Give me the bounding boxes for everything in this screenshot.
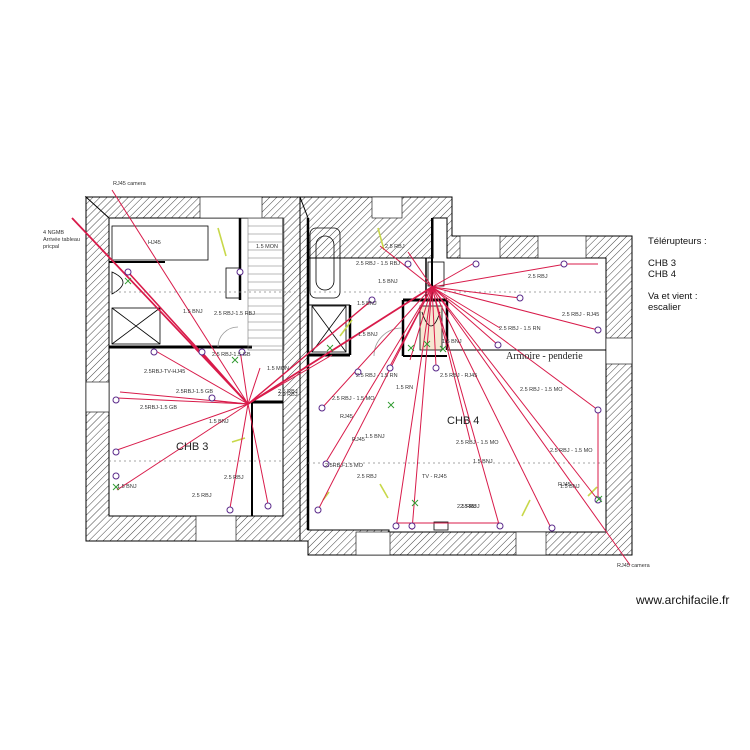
ceiling-lines — [109, 291, 606, 464]
note-chb3: CHB 3 — [648, 258, 676, 269]
hj45-label: HJ45 — [148, 240, 161, 246]
cable-label: 2.5RBJ-1.5 MO — [325, 463, 364, 469]
cable-label: 2.5 RBJ — [278, 389, 298, 395]
cable-label: 2.5RBJ-1.5 GB — [176, 389, 213, 395]
cable-label: TV - RJ45 — [422, 474, 447, 480]
rj45-camera-top-label: RJ45 camera — [113, 181, 147, 187]
cable-label: 2.5 RBJ - 1.5 MO — [332, 396, 375, 402]
cable-label: 2.5 RBJ - 1.5 RBJ — [356, 261, 400, 267]
cable-label: RJ45 — [352, 437, 365, 443]
cable-label: 2.5RBJ-TV-HJ45 — [144, 369, 185, 375]
cable-label: 2.5 RBJ — [457, 504, 477, 510]
cable-label: 1.5 BNJ — [560, 484, 580, 490]
cable-label: 2.5RBJ-1.5 GB — [140, 405, 177, 411]
light-fixtures — [217, 227, 598, 517]
staircase — [247, 217, 285, 351]
cable-label: 1.5 RN — [396, 385, 413, 391]
cable-label: 1.5 BNJ — [473, 459, 493, 465]
note-va-et-vient: Va et vient : — [648, 291, 698, 302]
cable-label: 2.5 RBJ - 1.5 MO — [520, 387, 563, 393]
cable-label: 1.5 BNJ — [209, 419, 229, 425]
cable-label: 2.5 RBJ - 1.5 RN — [499, 326, 541, 332]
cable-label: 1.5 BNJ — [357, 301, 377, 307]
switch-notes: Télérupteurs : CHB 3 CHB 4 Va et vient :… — [648, 236, 738, 313]
cable-label: 2.5 RBJ - 1.5 RN — [356, 373, 398, 379]
note-telerupteurs: Télérupteurs : — [648, 236, 707, 247]
armoire-label: Armoire - penderie — [506, 351, 583, 362]
arrival-label-1: 4 NGMB — [43, 230, 64, 236]
cable-label: 1.5 BNJ — [365, 434, 385, 440]
cable-label: 2.5 RBJ — [357, 474, 377, 480]
cable-label: 2.5 RBJ — [385, 244, 405, 250]
electrical-wiring — [71, 189, 631, 566]
note-chb4: CHB 4 — [648, 269, 676, 280]
cable-labels: 1.5 MON 1.5 BNJ 2.5 RBJ-1.5 RBJ 2.5 RBJ … — [117, 244, 599, 510]
cable-label: RJ45 — [558, 482, 571, 488]
cable-label: 2.5 RBJ — [278, 392, 298, 398]
cable-label: 2.5 RBJ - 1.5 MO — [550, 448, 593, 454]
cable-label: 1.5 BNJ — [442, 339, 462, 345]
room-chb3: CHB 3 — [176, 441, 208, 453]
room-chb4: CHB 4 — [447, 415, 479, 427]
cable-label: 2.5 RBJ — [192, 493, 212, 499]
cable-label: 1.5 MON — [267, 366, 289, 372]
cable-label: 2.5 RBJ - RJ45 — [440, 373, 477, 379]
cable-label: 2.5 RBJ - RJ45 — [562, 312, 599, 318]
fixtures — [111, 225, 449, 531]
cable-label: 2.5 RBJ — [460, 504, 480, 510]
switches — [112, 277, 603, 507]
arrival-label-2: Arrivée tableau — [43, 237, 80, 243]
cable-label: 2.5 RBJ-1.5 GB — [212, 352, 251, 358]
rj45-camera-bottom-label: RJ45 camera — [617, 563, 651, 569]
cable-label: 2.5 RBJ - 1.5 MO — [456, 440, 499, 446]
cable-label: RJ45 — [340, 414, 353, 420]
cable-label: 1.5 BNJ — [183, 309, 203, 315]
annotations: RJ45 camera RJ45 camera 4 NGMB Arrivée t… — [43, 181, 651, 569]
arrival-label-3: pricpal — [43, 244, 59, 250]
cable-label: 2.5 RBJ — [528, 274, 548, 280]
windows — [85, 196, 633, 556]
note-escalier: escalier — [648, 302, 681, 313]
cable-label: 1.5 MON — [256, 244, 278, 250]
watermark: www.archifacile.fr — [636, 593, 730, 607]
outlets — [112, 260, 602, 532]
cable-label: 1.5 BNJ — [117, 484, 137, 490]
cable-label: 2.5 RBJ — [224, 475, 244, 481]
cable-label: 2.5 RBJ-1.5 RBJ — [214, 311, 255, 317]
cable-label: 1.5 BNJ — [378, 279, 398, 285]
cable-label: 1.5 BNJ — [358, 332, 378, 338]
